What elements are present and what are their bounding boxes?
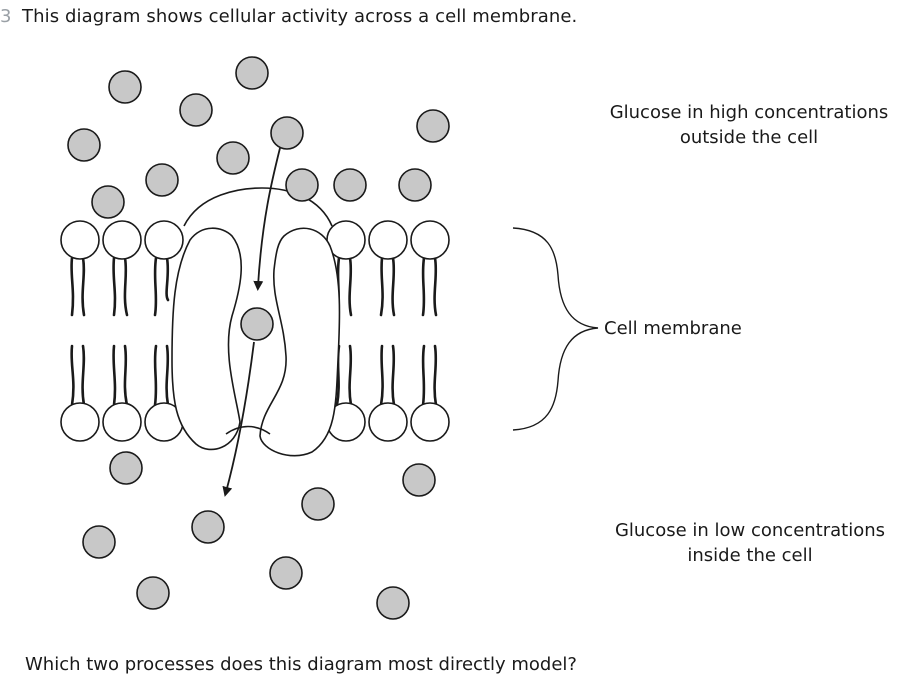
membrane-upper-heads <box>60 220 450 260</box>
membrane-lower-tails <box>70 344 438 407</box>
glucose-molecule <box>285 168 319 202</box>
glucose-inside-group <box>82 451 436 620</box>
glucose-outside-group <box>67 56 450 219</box>
membrane-bracket <box>512 227 599 431</box>
glucose-molecule <box>109 451 143 485</box>
label-outside-line1: Glucose in high concentrations <box>609 102 889 123</box>
glucose-molecule <box>91 185 125 219</box>
glucose-molecule <box>269 556 303 590</box>
label-inside-line2: inside the cell <box>687 545 813 566</box>
label-outside-high-concentration: Glucose in high concentrations outside t… <box>594 100 904 150</box>
glucose-molecule <box>67 128 101 162</box>
glucose-molecule <box>235 56 269 90</box>
glucose-molecule <box>216 141 250 175</box>
question-intro: This diagram shows cellular activity acr… <box>22 6 578 27</box>
glucose-molecule <box>416 109 450 143</box>
glucose-molecule <box>145 163 179 197</box>
glucose-in-transporter <box>240 307 274 341</box>
label-inside-line1: Glucose in low concentrations <box>614 520 886 541</box>
membrane-lower-heads <box>60 402 450 442</box>
glucose-molecule <box>179 93 213 127</box>
glucose-molecule <box>402 463 436 497</box>
label-cell-membrane: Cell membrane <box>604 318 742 339</box>
label-outside-line2: outside the cell <box>679 127 819 148</box>
glucose-molecule <box>191 510 225 544</box>
glucose-molecule <box>82 525 116 559</box>
glucose-molecule <box>108 70 142 104</box>
glucose-molecule <box>270 116 304 150</box>
glucose-molecule <box>398 168 432 202</box>
question-prompt: Which two processes does this diagram mo… <box>25 654 577 675</box>
question-number: 3 <box>0 6 12 27</box>
glucose-molecule <box>376 586 410 620</box>
glucose-molecule <box>301 487 335 521</box>
membrane-upper-tails <box>70 256 438 317</box>
glucose-molecule <box>136 576 170 610</box>
glucose-molecule <box>333 168 367 202</box>
glucose-transport-arrow <box>222 147 281 497</box>
label-inside-low-concentration: Glucose in low concentrations inside the… <box>600 518 900 568</box>
